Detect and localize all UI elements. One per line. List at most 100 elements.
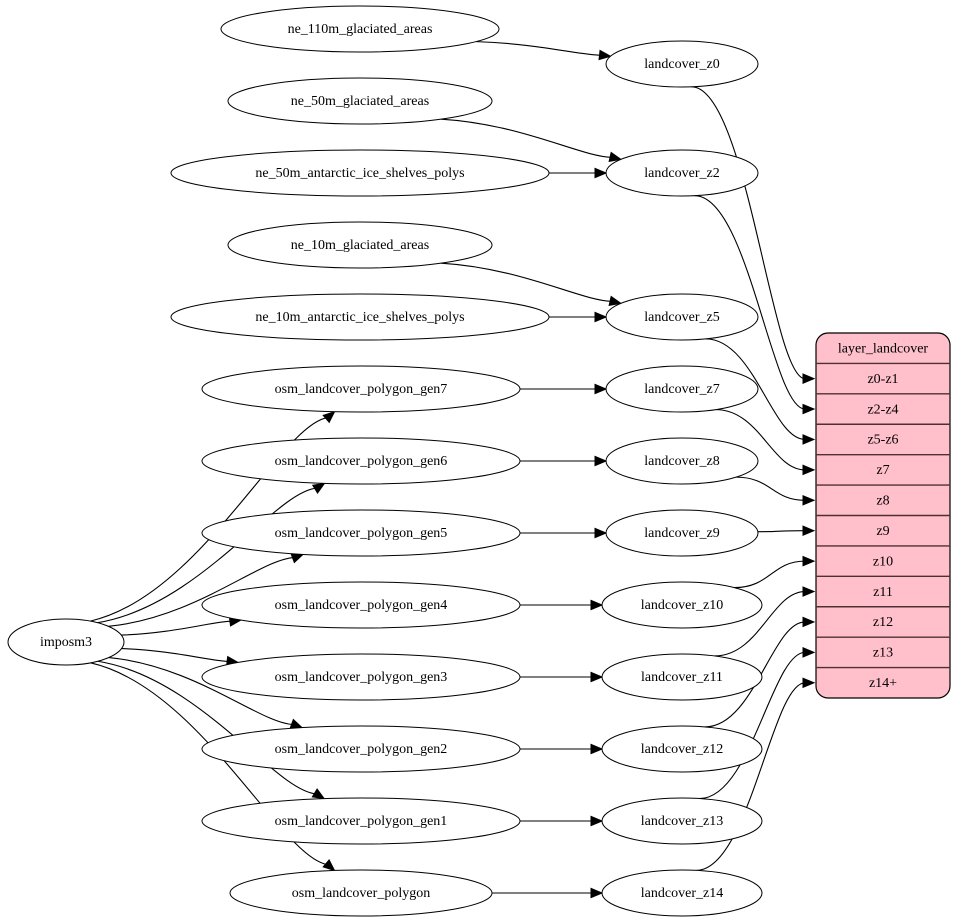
- edge-landcover_z14-to-z14+: [696, 682, 806, 871]
- node-label: osm_landcover_polygon_gen2: [275, 742, 448, 757]
- node-ellipse: [605, 40, 759, 88]
- edge-arrowhead: [322, 858, 336, 872]
- node-landcover_z5[interactable]: landcover_z5: [605, 293, 759, 341]
- node-osm_landcover_polygon_gen7[interactable]: osm_landcover_polygon_gen7: [201, 365, 521, 413]
- edge-landcover_z11-to-z11: [714, 590, 806, 657]
- node-ne_50m_glaciated_areas[interactable]: ne_50m_glaciated_areas: [227, 77, 493, 125]
- node-label: landcover_z8: [644, 454, 719, 469]
- node-ellipse: [601, 653, 763, 701]
- node-label: landcover_z2: [644, 166, 719, 181]
- node-label: landcover_z5: [644, 310, 719, 325]
- node-ellipse: [601, 725, 763, 773]
- edge-landcover_z13-to-z13: [699, 651, 806, 800]
- node-ellipse: [227, 221, 493, 269]
- record-row-z5-z6[interactable]: z5-z6: [867, 433, 898, 448]
- node-ellipse: [605, 365, 759, 413]
- node-ne_110m_glaciated_areas[interactable]: ne_110m_glaciated_areas: [220, 5, 500, 53]
- node-osm_landcover_polygon_gen2[interactable]: osm_landcover_polygon_gen2: [201, 725, 521, 773]
- edge-arrowhead: [802, 616, 816, 628]
- node-ellipse: [227, 77, 493, 125]
- record-row-z12[interactable]: z12: [873, 615, 893, 630]
- record-row-z13[interactable]: z13: [873, 646, 893, 661]
- record-row-z8[interactable]: z8: [876, 494, 889, 509]
- edge-imposm3-to-osm_landcover_polygon_gen2: [108, 656, 294, 726]
- record-row-z10[interactable]: z10: [873, 554, 893, 569]
- node-label: osm_landcover_polygon_gen4: [275, 598, 448, 613]
- node-ellipse: [170, 293, 550, 341]
- node-ellipse: [229, 869, 493, 917]
- node-ellipse: [605, 509, 759, 557]
- edge-landcover_z2-to-z2-z4: [694, 195, 806, 410]
- edge-landcover_z5-to-z5-z6: [705, 338, 806, 441]
- node-ellipse: [201, 437, 521, 485]
- node-label: osm_landcover_polygon_gen3: [275, 670, 448, 685]
- node-label: osm_landcover_polygon_gen6: [275, 454, 448, 469]
- node-landcover_z8[interactable]: landcover_z8: [605, 437, 759, 485]
- node-osm_landcover_polygon_gen6[interactable]: osm_landcover_polygon_gen6: [201, 437, 521, 485]
- record-row-z14+[interactable]: z14+: [869, 676, 897, 691]
- node-ellipse: [201, 509, 521, 557]
- edge-landcover_z8-to-z8: [736, 476, 806, 501]
- node-label: osm_landcover_polygon_gen5: [275, 526, 448, 541]
- node-landcover_z7[interactable]: landcover_z7: [605, 365, 759, 413]
- edge-arrowhead: [311, 482, 326, 494]
- node-ne_50m_antarctic_ice_shelves_polys[interactable]: ne_50m_antarctic_ice_shelves_polys: [170, 149, 550, 197]
- edge-imposm3-to-osm_landcover_polygon_gen1: [97, 660, 317, 795]
- node-label: osm_landcover_polygon: [292, 886, 430, 901]
- edge-arrowhead: [290, 553, 305, 564]
- node-landcover_z0[interactable]: landcover_z0: [605, 40, 759, 88]
- edge-landcover_z7-to-z7: [715, 409, 806, 471]
- node-osm_landcover_polygon_gen3[interactable]: osm_landcover_polygon_gen3: [201, 653, 521, 701]
- node-label: landcover_z14: [641, 886, 723, 901]
- node-imposm3[interactable]: imposm3: [7, 618, 125, 666]
- node-landcover_z9[interactable]: landcover_z9: [605, 509, 759, 557]
- node-ellipse: [201, 725, 521, 773]
- node-label: osm_landcover_polygon_gen7: [275, 382, 448, 397]
- node-landcover_z12[interactable]: landcover_z12: [601, 725, 763, 773]
- node-ellipse: [7, 618, 125, 666]
- edge-arrowhead: [311, 788, 326, 800]
- node-label: ne_110m_glaciated_areas: [288, 22, 433, 37]
- record-node-title: layer_landcover: [838, 341, 929, 356]
- node-ellipse: [601, 581, 763, 629]
- node-ellipse: [201, 365, 521, 413]
- node-osm_landcover_polygon[interactable]: osm_landcover_polygon: [229, 869, 493, 917]
- node-landcover_z14[interactable]: landcover_z14: [601, 869, 763, 917]
- edge-arrowhead: [608, 151, 623, 163]
- edge-arrowhead: [590, 671, 604, 683]
- node-label: imposm3: [40, 635, 92, 650]
- node-landcover_z13[interactable]: landcover_z13: [601, 797, 763, 845]
- node-osm_landcover_polygon_gen4[interactable]: osm_landcover_polygon_gen4: [201, 581, 521, 629]
- edge-imposm3-to-osm_landcover_polygon_gen3: [121, 648, 230, 662]
- node-landcover_z11[interactable]: landcover_z11: [601, 653, 763, 701]
- edge-arrowhead: [590, 815, 604, 827]
- record-row-z2-z4[interactable]: z2-z4: [867, 402, 898, 417]
- node-ellipse: [601, 797, 763, 845]
- node-ne_10m_antarctic_ice_shelves_polys[interactable]: ne_10m_antarctic_ice_shelves_polys: [170, 293, 550, 341]
- edge-arrowhead: [802, 464, 816, 476]
- edges-layer: [90, 41, 816, 899]
- node-landcover_z2[interactable]: landcover_z2: [605, 149, 759, 197]
- node-ne_10m_glaciated_areas[interactable]: ne_10m_glaciated_areas: [227, 221, 493, 269]
- edge-arrowhead: [590, 887, 604, 899]
- edge-arrowhead: [594, 167, 608, 179]
- edge-arrowhead: [289, 718, 304, 729]
- edge-arrowhead: [802, 586, 816, 597]
- node-label: osm_landcover_polygon_gen1: [275, 814, 448, 829]
- edge-imposm3-to-osm_landcover_polygon_gen5: [108, 556, 295, 627]
- record-row-z11[interactable]: z11: [873, 585, 893, 600]
- edge-arrowhead: [802, 677, 816, 689]
- record-row-z7[interactable]: z7: [876, 463, 889, 478]
- node-osm_landcover_polygon_gen1[interactable]: osm_landcover_polygon_gen1: [201, 797, 521, 845]
- edge-ne_50m_glaciated_areas-to-landcover_z2: [441, 118, 613, 158]
- node-label: ne_10m_antarctic_ice_shelves_polys: [255, 310, 464, 325]
- edge-arrowhead: [802, 373, 816, 384]
- record-row-z9[interactable]: z9: [876, 524, 889, 539]
- node-label: ne_50m_glaciated_areas: [291, 94, 429, 109]
- node-osm_landcover_polygon_gen5[interactable]: osm_landcover_polygon_gen5: [201, 509, 521, 557]
- edge-arrowhead: [802, 525, 816, 537]
- node-landcover_z10[interactable]: landcover_z10: [601, 581, 763, 629]
- record-row-z0-z1[interactable]: z0-z1: [867, 372, 898, 387]
- node-label: landcover_z13: [641, 814, 723, 829]
